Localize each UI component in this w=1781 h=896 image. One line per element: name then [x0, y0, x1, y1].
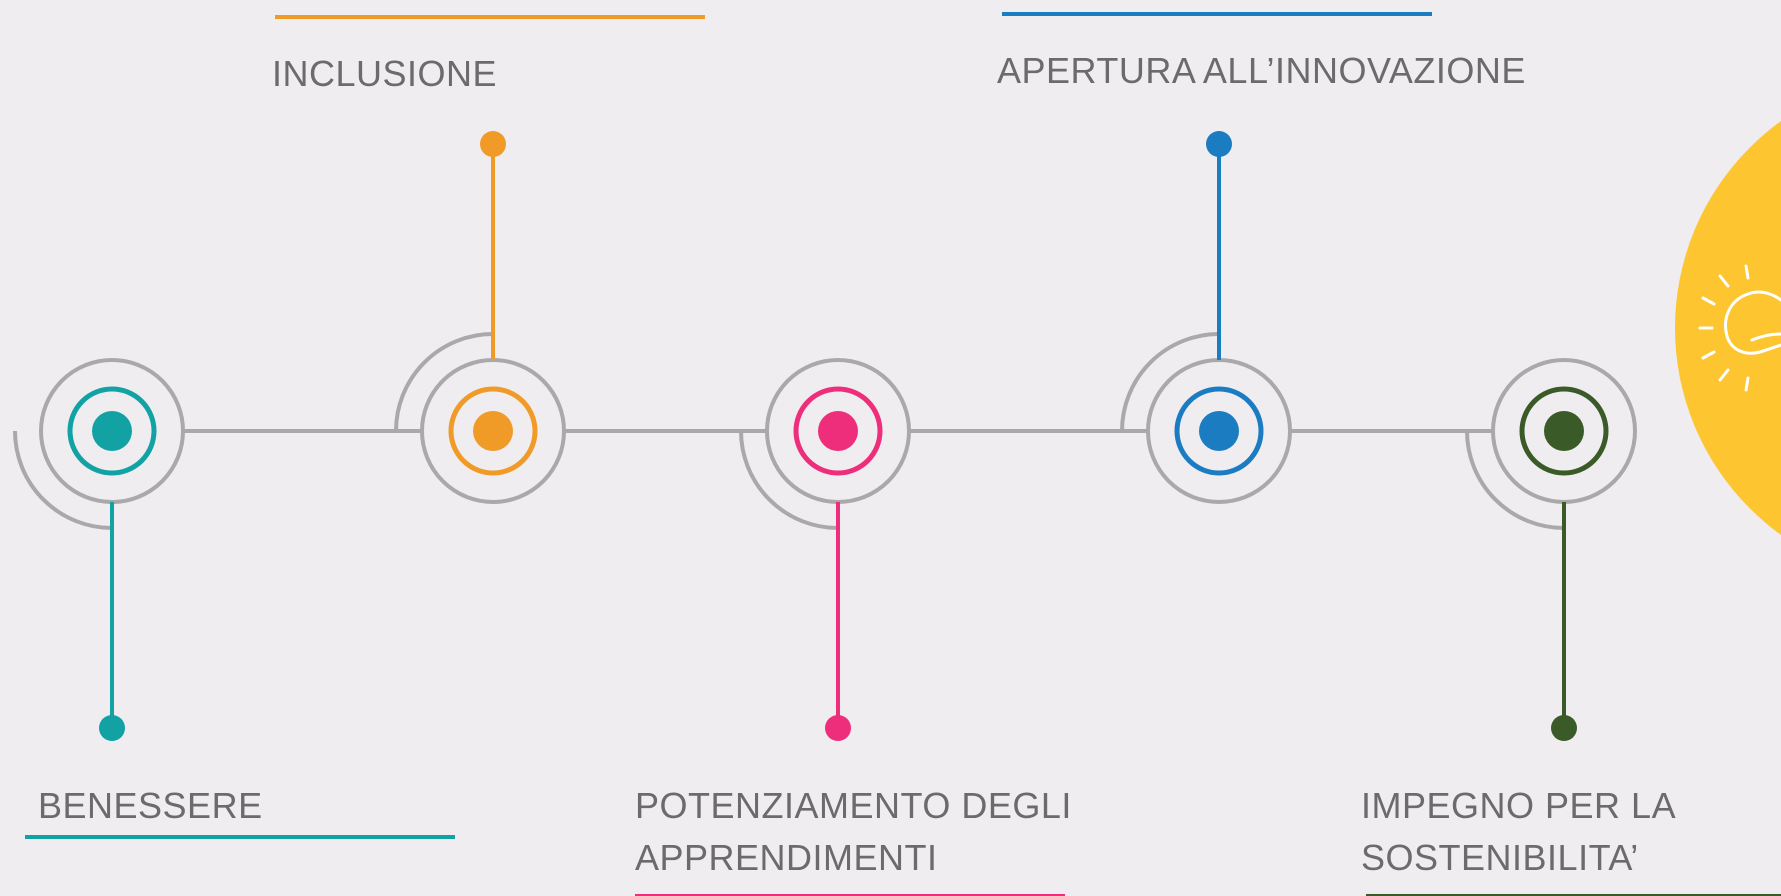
milestone-arc [1465, 430, 1565, 530]
milestone-label-line: INCLUSIONE [272, 53, 498, 94]
milestone-end-dot [825, 715, 851, 741]
milestone-label-line: SOSTENIBILITA’ [1361, 837, 1639, 878]
milestone-end-dot [480, 131, 506, 157]
milestone-label-line: IMPEGNO PER LA [1361, 785, 1677, 826]
milestone-label-line: POTENZIAMENTO DEGLI [635, 785, 1072, 826]
milestone-center-dot [92, 411, 132, 451]
milestone-end-dot [1551, 715, 1577, 741]
milestone-arc [739, 430, 839, 530]
milestone-end-dot [99, 715, 125, 741]
milestone-label-line: APERTURA ALL’INNOVAZIONE [997, 50, 1526, 91]
milestone-arc [1120, 332, 1220, 432]
milestone-arc [13, 430, 113, 530]
lightbulb-icon [1698, 264, 1781, 392]
milestone-label: INCLUSIONE [272, 48, 497, 100]
milestone-center-dot [473, 411, 513, 451]
milestone-label: APERTURA ALL’INNOVAZIONE [997, 45, 1526, 97]
accent-circle [1675, 121, 1781, 535]
milestone-label: IMPEGNO PER LA SOSTENIBILITA’ [1361, 780, 1676, 884]
milestone-center-dot [1544, 411, 1584, 451]
milestone-center-dot [818, 411, 858, 451]
milestone-label-line: BENESSERE [38, 785, 263, 826]
milestone-label-line: APPRENDIMENTI [635, 837, 938, 878]
timeline-layer [13, 12, 1781, 896]
milestone-end-dot [1206, 131, 1232, 157]
accent-circle-group [1675, 121, 1781, 535]
milestone-label: POTENZIAMENTO DEGLI APPRENDIMENTI [635, 780, 1072, 884]
milestone-label: BENESSERE [38, 780, 263, 832]
milestone-arc [394, 332, 494, 432]
milestone-center-dot [1199, 411, 1239, 451]
